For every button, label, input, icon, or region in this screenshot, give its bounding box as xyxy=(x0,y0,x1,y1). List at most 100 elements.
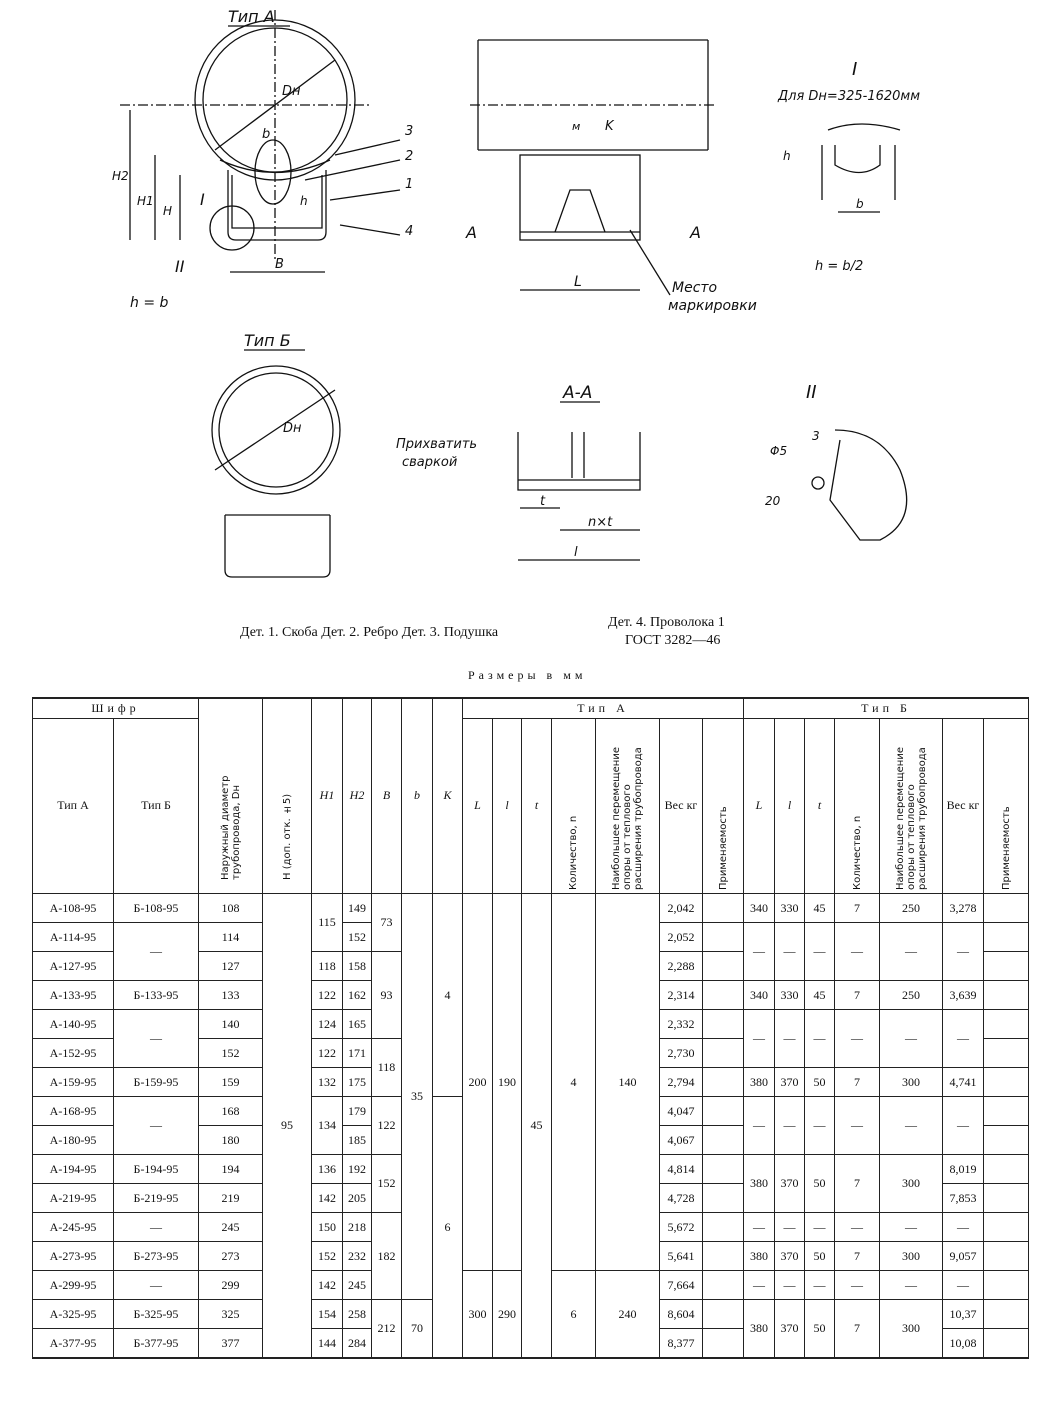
table-cell: — xyxy=(774,921,805,981)
table-cell: 118 xyxy=(371,1037,402,1097)
table-cell: 154 xyxy=(311,1298,343,1329)
table-cell: 5,672 xyxy=(659,1211,703,1242)
table-cell: 190 xyxy=(492,892,522,1271)
table-cell: Б-325-95 xyxy=(113,1298,199,1329)
table-cell: — xyxy=(804,1269,835,1300)
header-h2: H2 xyxy=(342,697,372,894)
table-cell xyxy=(702,1008,744,1039)
table-cell: — xyxy=(774,1095,805,1155)
table-cell: А-133-95 xyxy=(32,979,114,1010)
table-cell: 245 xyxy=(342,1269,372,1300)
table-cell: 7 xyxy=(834,1153,880,1213)
table-cell: 3,278 xyxy=(942,892,984,923)
table-cell: 2,042 xyxy=(659,892,703,923)
table-cell: А-108-95 xyxy=(32,892,114,923)
table-cell: 2,052 xyxy=(659,921,703,952)
section-arrow-left: A xyxy=(465,223,477,242)
table-cell: 122 xyxy=(311,979,343,1010)
table-cell: 162 xyxy=(342,979,372,1010)
table-cell: — xyxy=(879,1269,943,1300)
table-cell xyxy=(702,1182,744,1213)
table-cell: 6 xyxy=(432,1095,463,1358)
header-b-move: Наибольшее перемещение опоры от тепловог… xyxy=(894,746,928,890)
table-cell: — xyxy=(113,1211,199,1242)
table-cell: — xyxy=(743,1095,775,1155)
table-cell: 245 xyxy=(198,1211,263,1242)
table-cell: Б-273-95 xyxy=(113,1240,199,1271)
table-cell: 122 xyxy=(371,1095,402,1155)
header-type-a-group: Тип А xyxy=(462,697,744,719)
part4-caption-1: Дет. 4. Проволока 1 xyxy=(608,615,725,630)
table-cell xyxy=(702,1037,744,1068)
table-cell: 6 xyxy=(551,1269,596,1358)
part4-caption-2: ГОСТ 3282—46 xyxy=(625,633,721,648)
table-cell: 182 xyxy=(371,1211,402,1300)
table-cell: 300 xyxy=(879,1066,943,1097)
table-cell: 152 xyxy=(371,1153,402,1213)
marking-label-1: Место xyxy=(672,280,717,296)
section-aa-drawing: А-А Прихватить сваркой t n×t l xyxy=(396,383,641,561)
table-cell: 370 xyxy=(774,1298,805,1358)
table-cell: 370 xyxy=(774,1066,805,1097)
table-cell: 290 xyxy=(492,1269,522,1358)
tack-weld-label-2: сваркой xyxy=(402,455,457,470)
table-cell: 8,604 xyxy=(659,1298,703,1329)
table-cell: — xyxy=(942,921,984,981)
technical-drawings: Тип А Dн H2 H1 H B b h 3 2 1 4 I II h = … xyxy=(112,7,920,578)
table-cell: 212 xyxy=(371,1298,402,1358)
table-cell: 380 xyxy=(743,1066,775,1097)
dim3-label: 3 xyxy=(812,429,820,443)
table-cell: 45 xyxy=(521,892,552,1358)
table-cell: — xyxy=(743,921,775,981)
table-cell: 179 xyxy=(342,1095,372,1126)
table-cell: 258 xyxy=(342,1298,372,1329)
table-cell: Б-194-95 xyxy=(113,1153,199,1184)
table-cell: — xyxy=(804,1095,835,1155)
table-cell: — xyxy=(113,1008,199,1068)
table-cell: — xyxy=(834,1095,880,1155)
table-cell xyxy=(702,950,744,981)
table-cell: — xyxy=(942,1095,984,1155)
callout-1: 1 xyxy=(405,177,413,192)
table-cell: А-127-95 xyxy=(32,950,114,981)
table-cell: 4,047 xyxy=(659,1095,703,1126)
table-cell xyxy=(983,1327,1029,1358)
header-type-a: Тип А xyxy=(32,717,114,894)
k-label: K xyxy=(605,119,615,134)
table-cell: — xyxy=(879,1008,943,1068)
header-b-applic: Применяемость xyxy=(1000,805,1012,890)
table-cell: 50 xyxy=(804,1153,835,1213)
table-cell: А-159-95 xyxy=(32,1066,114,1097)
section-arrow-right: A xyxy=(689,223,701,242)
table-cell: — xyxy=(743,1269,775,1300)
table-cell: 158 xyxy=(342,950,372,981)
table-cell: 7 xyxy=(834,1066,880,1097)
table-cell: А-245-95 xyxy=(32,1211,114,1242)
header-dn: Наружный диаметр трубопровода, Dн xyxy=(219,775,242,880)
table-cell: — xyxy=(834,1008,880,1068)
table-cell: 232 xyxy=(342,1240,372,1271)
header-B: B xyxy=(371,697,402,894)
table-cell: 115 xyxy=(311,892,343,952)
dim20-label: 20 xyxy=(765,494,781,508)
phi5-label: Φ5 xyxy=(770,444,787,458)
table-cell: 325 xyxy=(198,1298,263,1329)
table-cell: 132 xyxy=(311,1066,343,1097)
table-cell xyxy=(983,1182,1029,1213)
table-cell: 7 xyxy=(834,1298,880,1358)
table-cell: 73 xyxy=(371,892,402,952)
header-b-t: t xyxy=(804,717,835,894)
table-cell: 300 xyxy=(879,1298,943,1358)
table-cell: 2,794 xyxy=(659,1066,703,1097)
b-width-label: B xyxy=(275,257,284,272)
header-K: K xyxy=(432,697,463,894)
type-b-drawing: Тип Б Dн xyxy=(211,331,341,578)
table-cell: 180 xyxy=(198,1124,263,1155)
